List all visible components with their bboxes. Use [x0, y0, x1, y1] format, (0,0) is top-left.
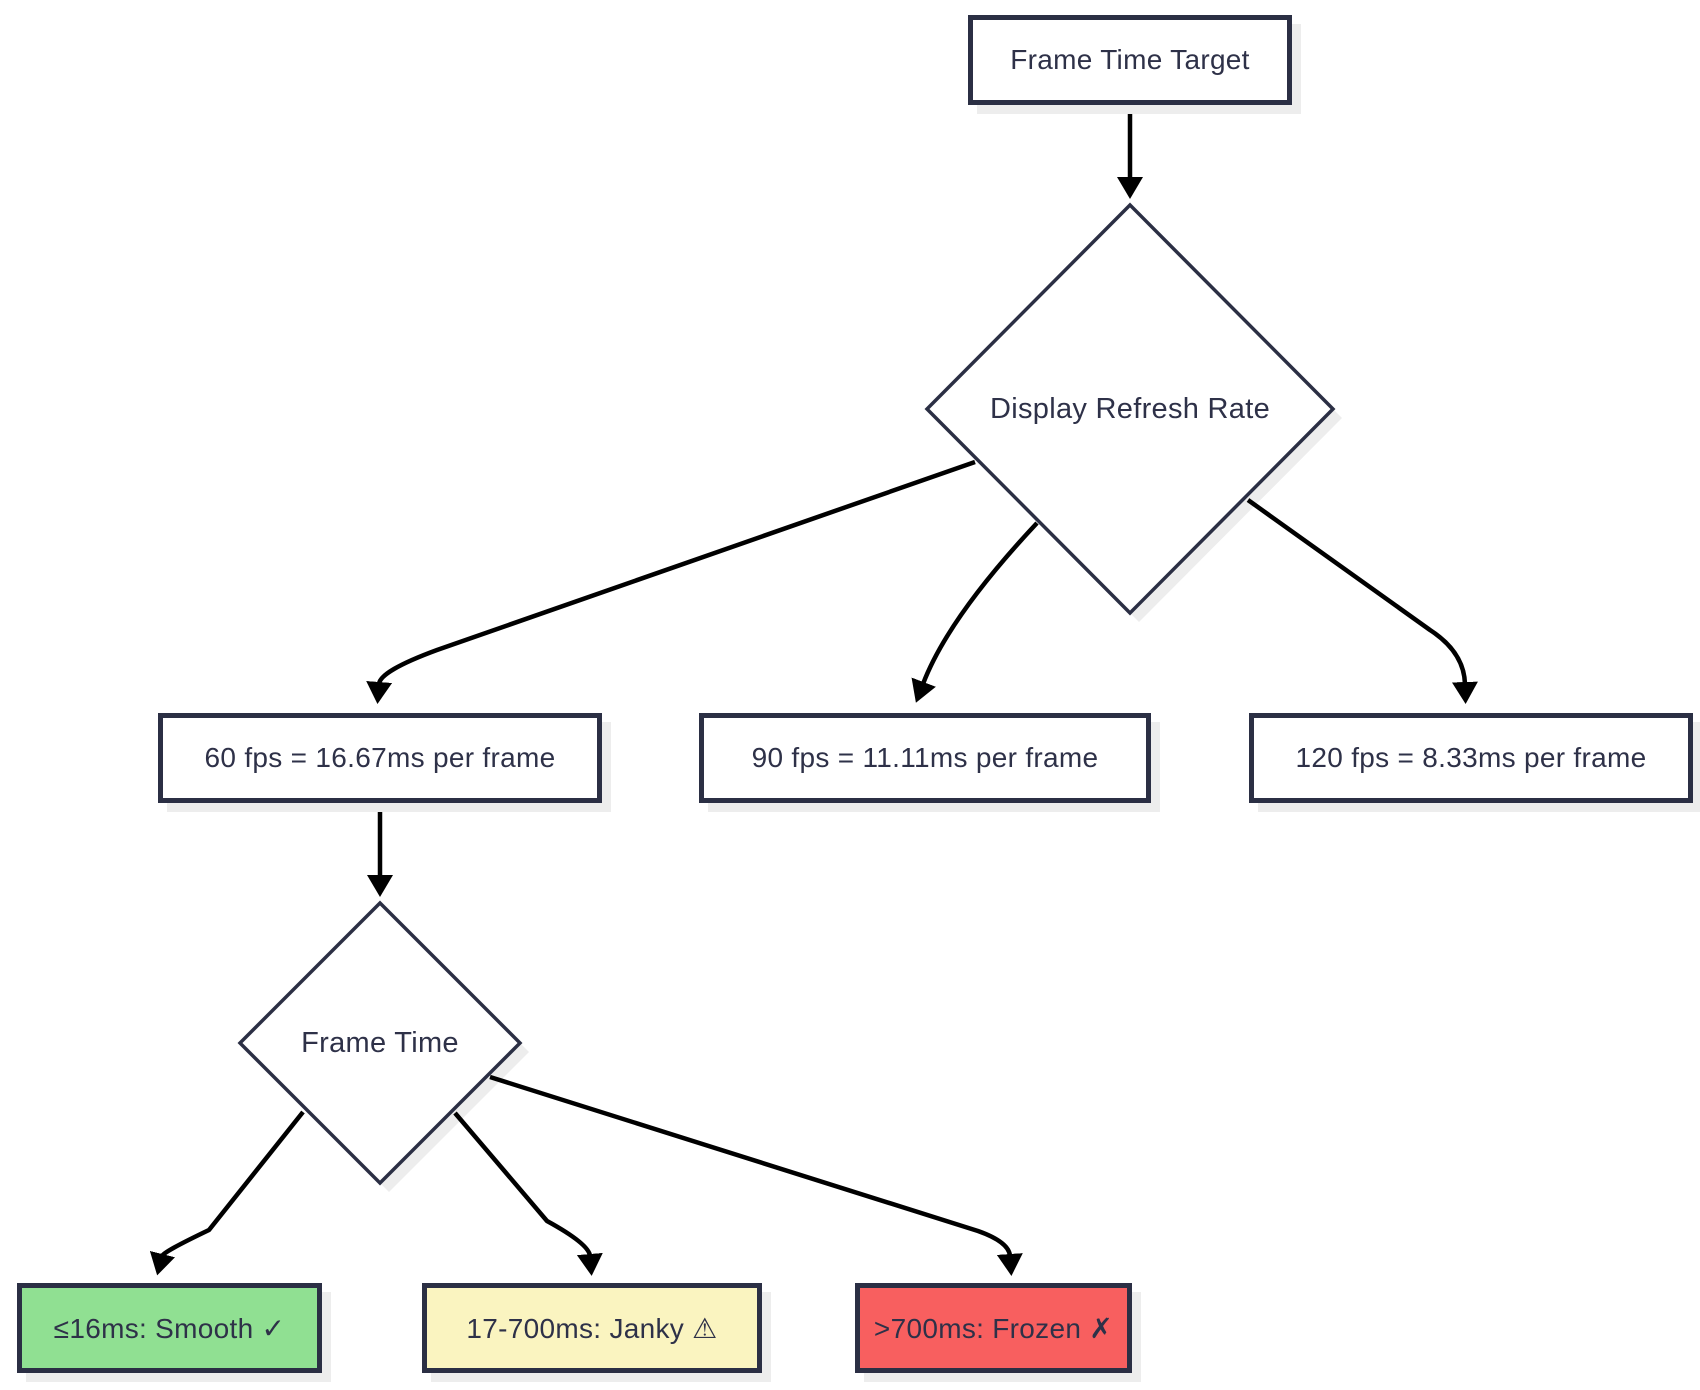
edge-decision1-to-fps60	[366, 459, 976, 704]
node-frame-time-label: Frame Time	[301, 1026, 459, 1059]
edge-decision2-to-frozen	[489, 1074, 1023, 1276]
node-120fps-label: 120 fps = 8.33ms per frame	[1295, 742, 1647, 773]
edge-decision1-to-fps90	[911, 521, 1039, 703]
node-display-refresh-rate-label: Display Refresh Rate	[990, 392, 1270, 425]
node-outcome-smooth: ≤16ms: Smooth ✓	[17, 1283, 322, 1373]
node-120fps: 120 fps = 8.33ms per frame	[1249, 713, 1693, 803]
node-outcome-frozen: >700ms: Frozen ✗	[855, 1283, 1132, 1373]
node-outcome-janky-label: 17-700ms: Janky ⚠	[466, 1312, 718, 1344]
node-frame-time-target: Frame Time Target	[968, 15, 1292, 105]
node-outcome-frozen-label: >700ms: Frozen ✗	[873, 1312, 1114, 1344]
node-90fps: 90 fps = 11.11ms per frame	[699, 713, 1151, 803]
edge-decision2-to-janky	[453, 1111, 603, 1276]
node-outcome-smooth-label: ≤16ms: Smooth ✓	[53, 1312, 286, 1344]
node-90fps-label: 90 fps = 11.11ms per frame	[751, 742, 1099, 773]
node-display-refresh-rate: Display Refresh Rate	[927, 389, 1333, 429]
node-frame-time: Frame Time	[240, 1023, 520, 1063]
decision1-diamond	[924, 202, 1336, 616]
edge-decision1-to-fps120	[1246, 498, 1478, 704]
node-60fps: 60 fps = 16.67ms per frame	[158, 713, 602, 803]
decision2-diamond	[237, 900, 523, 1186]
node-outcome-janky: 17-700ms: Janky ⚠	[422, 1283, 762, 1373]
node-60fps-label: 60 fps = 16.67ms per frame	[204, 742, 556, 773]
node-frame-time-target-label: Frame Time Target	[1010, 44, 1250, 75]
edge-decision2-to-smooth	[149, 1110, 305, 1276]
